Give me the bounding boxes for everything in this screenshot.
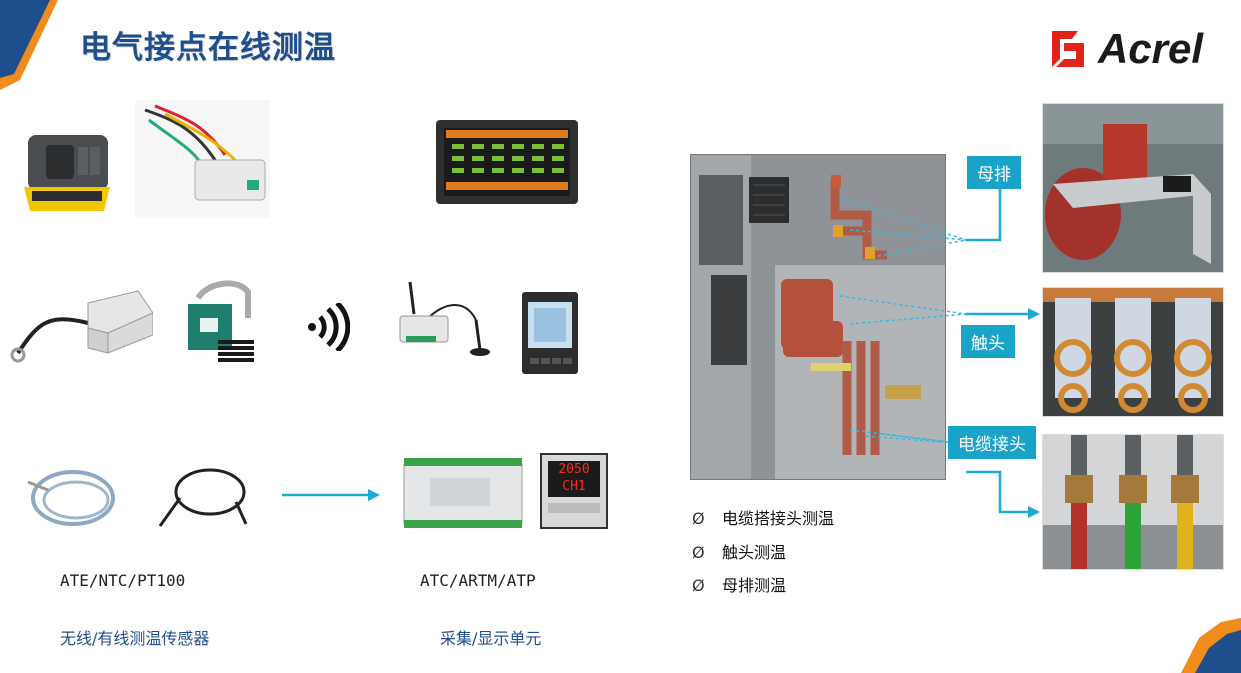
cable-joint-tag: 电缆接头 [948,426,1036,459]
digital-temperature-meter: 2050 CH1 [540,453,608,529]
bullet-busbar: Ø 母排测温 [692,572,786,596]
bullet-contact: Ø 触头测温 [692,539,786,563]
wireless-signal-icon [308,303,350,351]
bullet-text: 触头测温 [722,543,787,562]
panel-meter-image [522,292,578,374]
logo-text: Acrel [1097,25,1203,72]
meter-display-top: 2050 [558,462,590,477]
cable-joint-photo [1042,434,1224,570]
bullet-text: 电缆搭接头测温 [722,509,835,528]
ptc-cable-probe-image [27,470,115,526]
contact-tag: 触头 [961,325,1015,358]
logo-mark-icon [1051,31,1084,67]
corner-decoration-top-left [0,0,58,90]
switchgear-internals-graphic [691,155,945,479]
bullet-cable-joint: Ø 电缆搭接头测温 [692,505,834,529]
wireless-sensor-bundle-image [135,100,270,218]
meter-display-bottom: CH1 [562,479,586,494]
page-title: 电气接点在线测温 [80,30,336,66]
flow-arrow-icon [282,489,380,501]
bullet-text: 母排测温 [722,576,787,595]
busbar-tag: 母排 [967,156,1021,189]
bullet-marker-icon: Ø [692,543,705,562]
collector-caption: 采集/显示单元 [440,629,542,648]
hmi-display-image [436,120,578,204]
corner-decoration-bottom-right [1181,618,1241,673]
acrel-logo: Acrel [1051,25,1203,72]
bullet-marker-icon: Ø [692,576,705,595]
din-rail-collector-image [403,458,523,528]
ring-lug-temperature-sensor-image [10,290,153,363]
clamp-wireless-sensor-image [188,280,254,362]
contact-photo [1042,287,1224,417]
leader-lines [839,184,1040,518]
bullet-marker-icon: Ø [692,509,705,528]
busbar-photo [1042,103,1224,273]
sensor-caption: 无线/有线测温传感器 [60,629,210,648]
ntc-cable-probe-image [158,468,248,527]
wireless-gateway-image [399,281,490,356]
switchgear-cabinet-diagram [690,154,946,480]
ct-sensor-image [24,135,110,211]
sensor-models-label: ATE/NTC/PT100 [60,571,186,590]
collector-models-label: ATC/ARTM/ATP [420,571,536,590]
